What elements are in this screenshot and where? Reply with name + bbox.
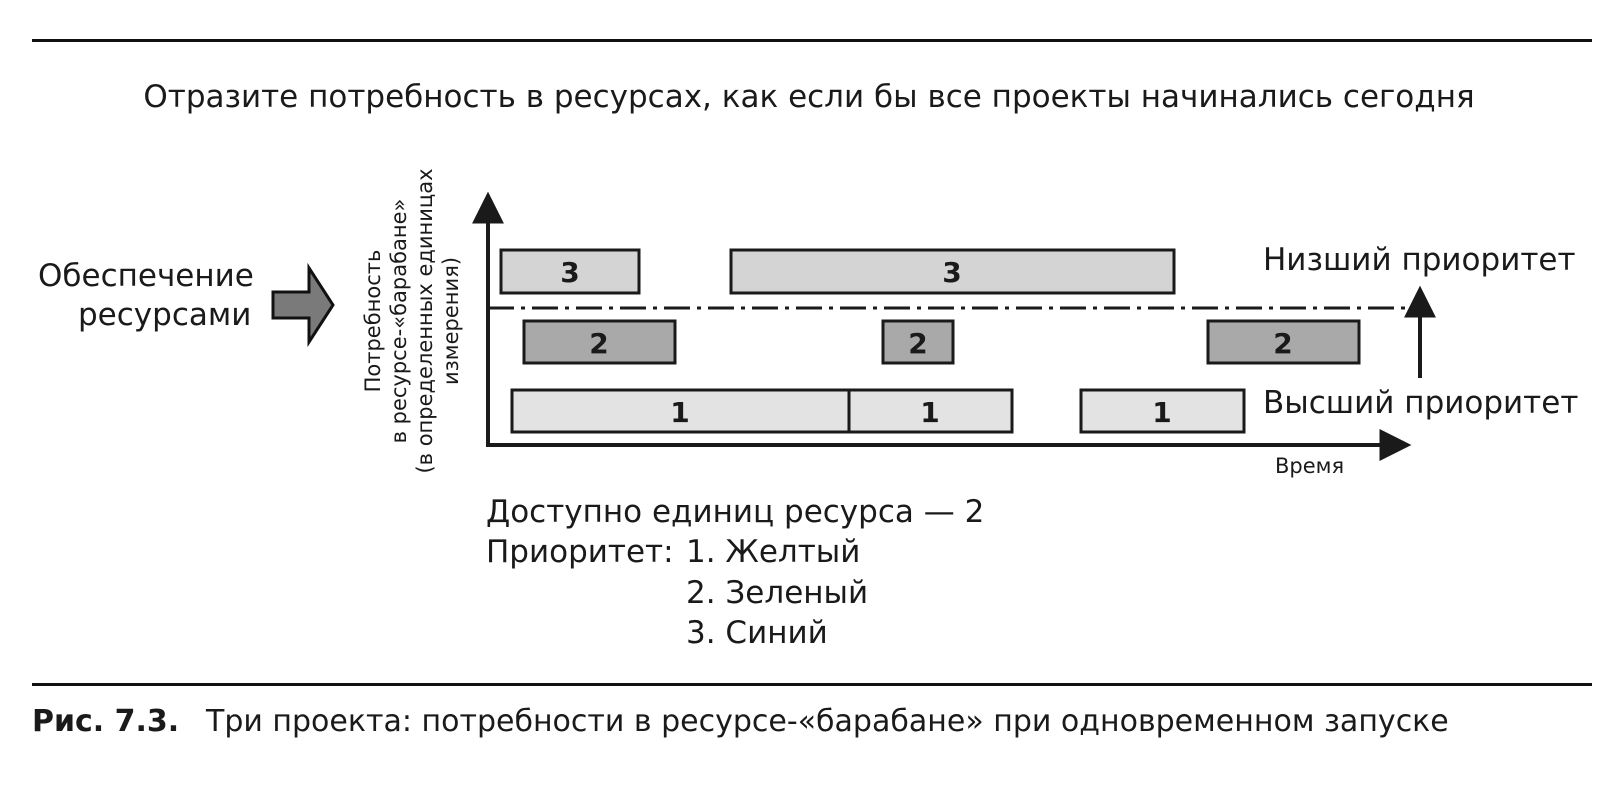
- bar-project1-a-label: 1: [670, 396, 689, 429]
- bar-project2-b: [881, 319, 955, 365]
- y-axis-label-line3: (в определенных единицах: [413, 168, 437, 474]
- diagram-heading: Отразите потребность в ресурсах, как есл…: [143, 79, 1475, 115]
- caption-text: Три проекта: потребности в ресурсе-«бара…: [206, 704, 1449, 739]
- bar-project2-a: [522, 319, 677, 365]
- highest-priority-label: Высший приоритет: [1263, 385, 1579, 421]
- y-axis-label: Потребность в ресурсе-«барабане» (в опре…: [360, 168, 464, 473]
- supply-label-line2: ресурсами: [78, 297, 252, 333]
- supply-label-line1: Обеспечение: [38, 258, 254, 294]
- bar-project1-c-label: 1: [1152, 396, 1171, 429]
- bar-project1-c: [1079, 388, 1246, 434]
- priority-item-3: 3. Синий: [686, 615, 828, 651]
- bar-project2-c: [1206, 319, 1361, 365]
- bar-project1-b-label: 1: [920, 396, 939, 429]
- bar-project3-b: [729, 248, 1176, 295]
- bottom-rule: [32, 683, 1592, 686]
- y-axis-label-line1: Потребность: [361, 249, 385, 393]
- lowest-priority-label: Низший приоритет: [1263, 242, 1576, 278]
- y-axis-label-line4: измерения): [439, 256, 463, 386]
- bar-project3-a: [499, 248, 641, 295]
- priority-title: Приоритет:: [486, 534, 674, 570]
- caption-number: Рис. 7.3.: [32, 704, 180, 739]
- bar-project3-a-label: 3: [560, 256, 579, 289]
- priority-item-1: 1. Желтый: [686, 534, 861, 570]
- top-rule: [32, 39, 1592, 42]
- priority-item-2: 2. Зеленый: [686, 575, 869, 611]
- available-units-text: Доступно единиц ресурса — 2: [486, 494, 985, 530]
- supply-arrow-icon: [271, 262, 335, 348]
- bar-project2-c-label: 2: [1273, 327, 1292, 360]
- y-axis-label-line2: в ресурсе-«барабане»: [387, 198, 411, 444]
- bar-project1-b: [847, 388, 1014, 434]
- bar-project2-a-label: 2: [589, 327, 608, 360]
- x-axis-label: Время: [1275, 454, 1345, 478]
- bar-project2-b-label: 2: [908, 327, 927, 360]
- bar-project3-b-label: 3: [942, 256, 961, 289]
